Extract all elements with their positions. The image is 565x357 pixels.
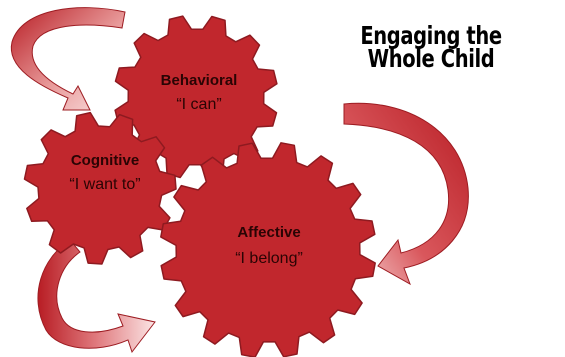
arrow-right — [343, 102, 469, 286]
arrow-bottom-left — [37, 239, 156, 354]
behavioral-label-group: Behavioral “I can” — [146, 72, 252, 115]
arrow-top-left — [10, 7, 126, 111]
affective-quote: “I belong” — [235, 250, 303, 267]
affective-label-group: Affective “I belong” — [214, 224, 324, 269]
affective-gear — [160, 142, 376, 357]
behavioral-label: Behavioral — [160, 72, 238, 89]
affective-label: Affective — [237, 224, 301, 241]
cognitive-label: Cognitive — [70, 152, 140, 169]
cognitive-gear — [23, 111, 177, 265]
diagram-title: Engaging the Whole Child — [360, 21, 502, 73]
behavioral-quote: “I can” — [176, 96, 222, 113]
cognitive-label-group: Cognitive “I want to” — [55, 152, 155, 195]
cognitive-quote: “I want to” — [69, 176, 141, 193]
